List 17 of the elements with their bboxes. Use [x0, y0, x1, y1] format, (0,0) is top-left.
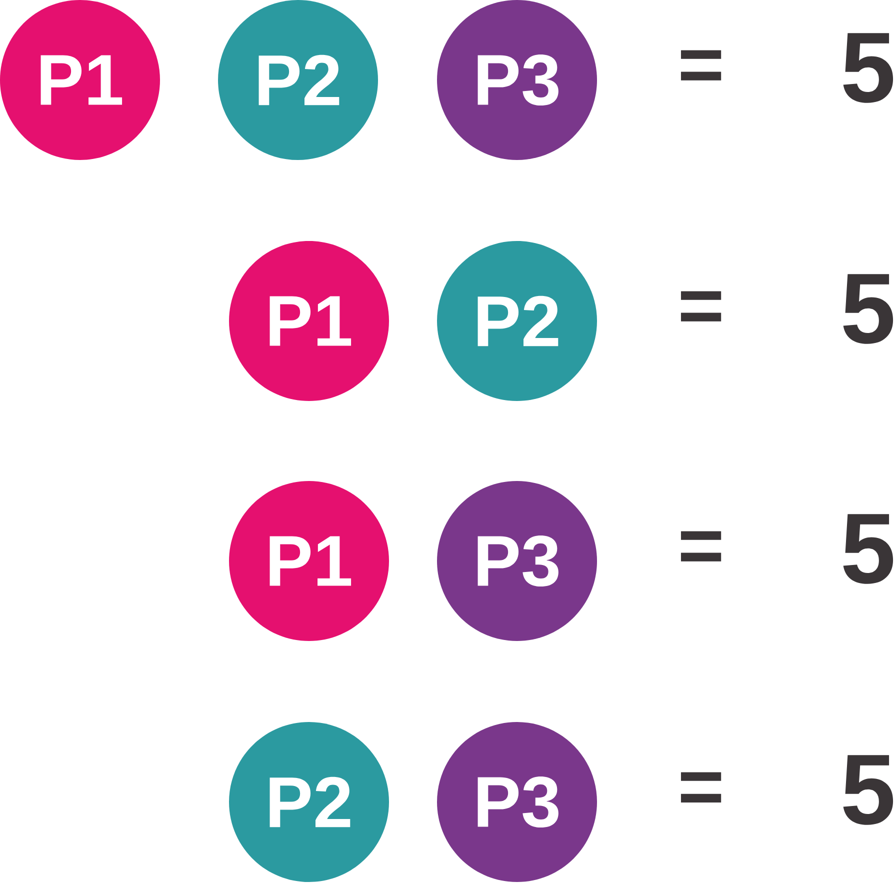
equals-sign: = [680, 50, 722, 80]
circle-node: P2 [218, 0, 378, 160]
result-number: 5 [843, 274, 894, 344]
result-number: 5 [843, 33, 894, 103]
circle-node: P1 [229, 241, 389, 401]
circle-node: P3 [437, 722, 597, 882]
equals-sign: = [680, 531, 722, 562]
result-number: 5 [843, 755, 894, 825]
equals-sign: = [680, 772, 722, 802]
circle-node: P1 [0, 0, 160, 160]
result-number: 5 [843, 514, 894, 584]
circle-node: P1 [229, 481, 389, 641]
equals-sign: = [680, 291, 722, 322]
circle-node: P3 [437, 0, 597, 160]
circle-node: P2 [437, 241, 597, 401]
circle-node: P3 [437, 481, 597, 641]
circle-node: P2 [229, 722, 389, 882]
